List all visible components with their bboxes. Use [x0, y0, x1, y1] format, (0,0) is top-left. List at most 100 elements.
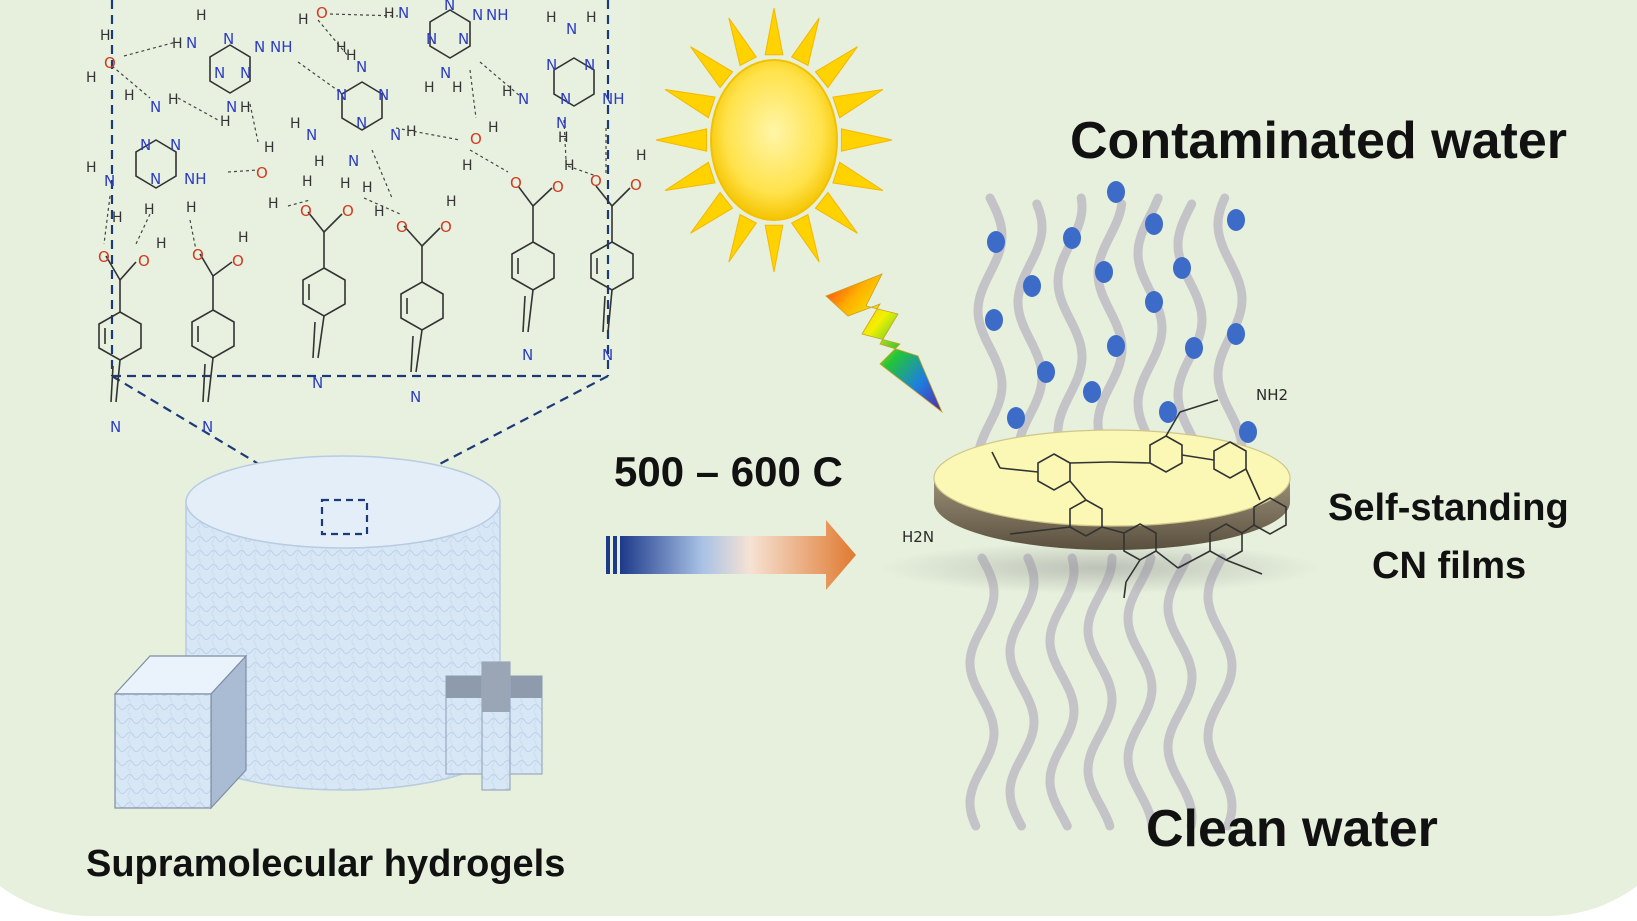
sun-icon: [655, 7, 893, 273]
svg-text:H: H: [558, 130, 569, 146]
svg-text:H: H: [452, 80, 463, 96]
hydrogel-cylinder: [185, 455, 501, 791]
svg-text:H: H: [156, 236, 167, 252]
contaminant-droplet: [1185, 337, 1203, 359]
svg-text:N: N: [584, 56, 595, 74]
svg-text:H: H: [586, 10, 597, 26]
svg-text:NH: NH: [184, 170, 207, 188]
clean-water-streams: [965, 553, 1237, 831]
svg-text:H: H: [362, 180, 373, 196]
contaminant-droplet: [1145, 291, 1163, 313]
svg-text:N: N: [170, 136, 181, 154]
svg-text:O: O: [552, 178, 564, 196]
svg-text:N: N: [398, 4, 409, 22]
water-stream-bottom: [1083, 553, 1117, 831]
sun-ray: [728, 213, 758, 263]
hydrogel-cross-shape: [445, 661, 543, 791]
contaminant-droplet: [1063, 227, 1081, 249]
sun-ray: [728, 17, 758, 67]
sun-ray: [764, 7, 784, 56]
sun-ray: [832, 161, 884, 192]
svg-text:H: H: [172, 36, 183, 52]
contaminant-droplet: [985, 309, 1003, 331]
temperature-label: 500 – 600 C: [614, 448, 843, 495]
svg-text:O: O: [256, 164, 268, 182]
contaminant-droplet: [1145, 213, 1163, 235]
cn-film: NH2 H2N: [880, 386, 1320, 599]
svg-text:N: N: [458, 30, 469, 48]
svg-text:H: H: [264, 140, 275, 156]
amine-group-label: H2N: [902, 528, 934, 546]
svg-text:N: N: [356, 58, 367, 76]
svg-text:H: H: [346, 48, 357, 64]
sun-ray: [664, 161, 716, 192]
svg-text:N: N: [390, 126, 401, 144]
svg-text:N: N: [186, 34, 197, 52]
atom-labels: H H N N N N N NH N H H O H H O H H H N N…: [86, 0, 647, 436]
svg-text:H: H: [86, 70, 97, 86]
contaminant-droplet: [1095, 261, 1113, 283]
svg-text:N: N: [410, 388, 421, 406]
contaminant-droplet: [1227, 209, 1245, 231]
svg-text:H: H: [298, 12, 309, 28]
svg-text:NH: NH: [602, 90, 625, 108]
svg-text:N: N: [356, 114, 367, 132]
svg-text:H: H: [488, 120, 499, 136]
water-stream-bottom: [1005, 553, 1039, 831]
svg-text:N: N: [426, 30, 437, 48]
zoom-region: [320, 498, 369, 536]
sun-ray: [690, 191, 734, 234]
svg-text:N: N: [214, 64, 225, 82]
water-stream-top: [1093, 199, 1127, 461]
water-stream-bottom: [1045, 553, 1079, 831]
water-stream-top: [1173, 199, 1207, 461]
svg-text:H: H: [240, 100, 251, 116]
svg-text:O: O: [138, 252, 150, 270]
svg-text:H: H: [238, 230, 249, 246]
svg-text:N: N: [336, 86, 347, 104]
svg-text:H: H: [546, 10, 557, 26]
svg-text:H: H: [100, 28, 111, 44]
svg-text:O: O: [440, 218, 452, 236]
lightning-bolt-icon: [825, 273, 943, 414]
svg-text:O: O: [396, 218, 408, 236]
svg-text:H: H: [406, 124, 417, 140]
svg-text:N: N: [522, 346, 533, 364]
svg-text:H: H: [462, 158, 473, 174]
svg-text:O: O: [316, 4, 328, 22]
sun-ray: [764, 224, 784, 273]
clean-water-label: Clean water: [1146, 800, 1438, 858]
svg-text:N: N: [546, 56, 557, 74]
svg-text:N: N: [560, 90, 571, 108]
contaminant-droplet: [1083, 381, 1101, 403]
water-stream-top: [1133, 193, 1167, 463]
contaminant-droplet: [1239, 421, 1257, 443]
sun-ray: [690, 46, 734, 89]
contaminant-droplet: [1037, 361, 1055, 383]
svg-text:N: N: [444, 0, 455, 14]
svg-text:N: N: [150, 98, 161, 116]
film-label-line2: CN films: [1372, 545, 1526, 587]
svg-text:H: H: [268, 196, 279, 212]
water-stream-bottom: [1203, 553, 1237, 831]
svg-text:N: N: [110, 418, 121, 436]
heating-arrow-icon: [606, 520, 856, 590]
contaminants: [985, 181, 1257, 443]
svg-text:H: H: [144, 202, 155, 218]
svg-text:N: N: [312, 374, 323, 392]
svg-text:H: H: [564, 158, 575, 174]
svg-text:H: H: [302, 174, 313, 190]
svg-text:N: N: [440, 64, 451, 82]
svg-text:H: H: [636, 148, 647, 164]
svg-text:N: N: [226, 98, 237, 116]
svg-text:N: N: [202, 418, 213, 436]
svg-text:NH: NH: [486, 6, 509, 24]
water-stream-bottom: [1123, 553, 1157, 831]
film-label-line1: Self-standing: [1328, 487, 1569, 529]
svg-text:H: H: [86, 160, 97, 176]
contaminated-water-label: Contaminated water: [1070, 112, 1567, 170]
contaminant-droplet: [1227, 323, 1245, 345]
sun-ray: [664, 88, 716, 119]
contaminant-droplet: [1107, 181, 1125, 203]
hydrogen-bond-network: H H N N N N N NH N H H O H H O H H H N N…: [80, 0, 647, 503]
